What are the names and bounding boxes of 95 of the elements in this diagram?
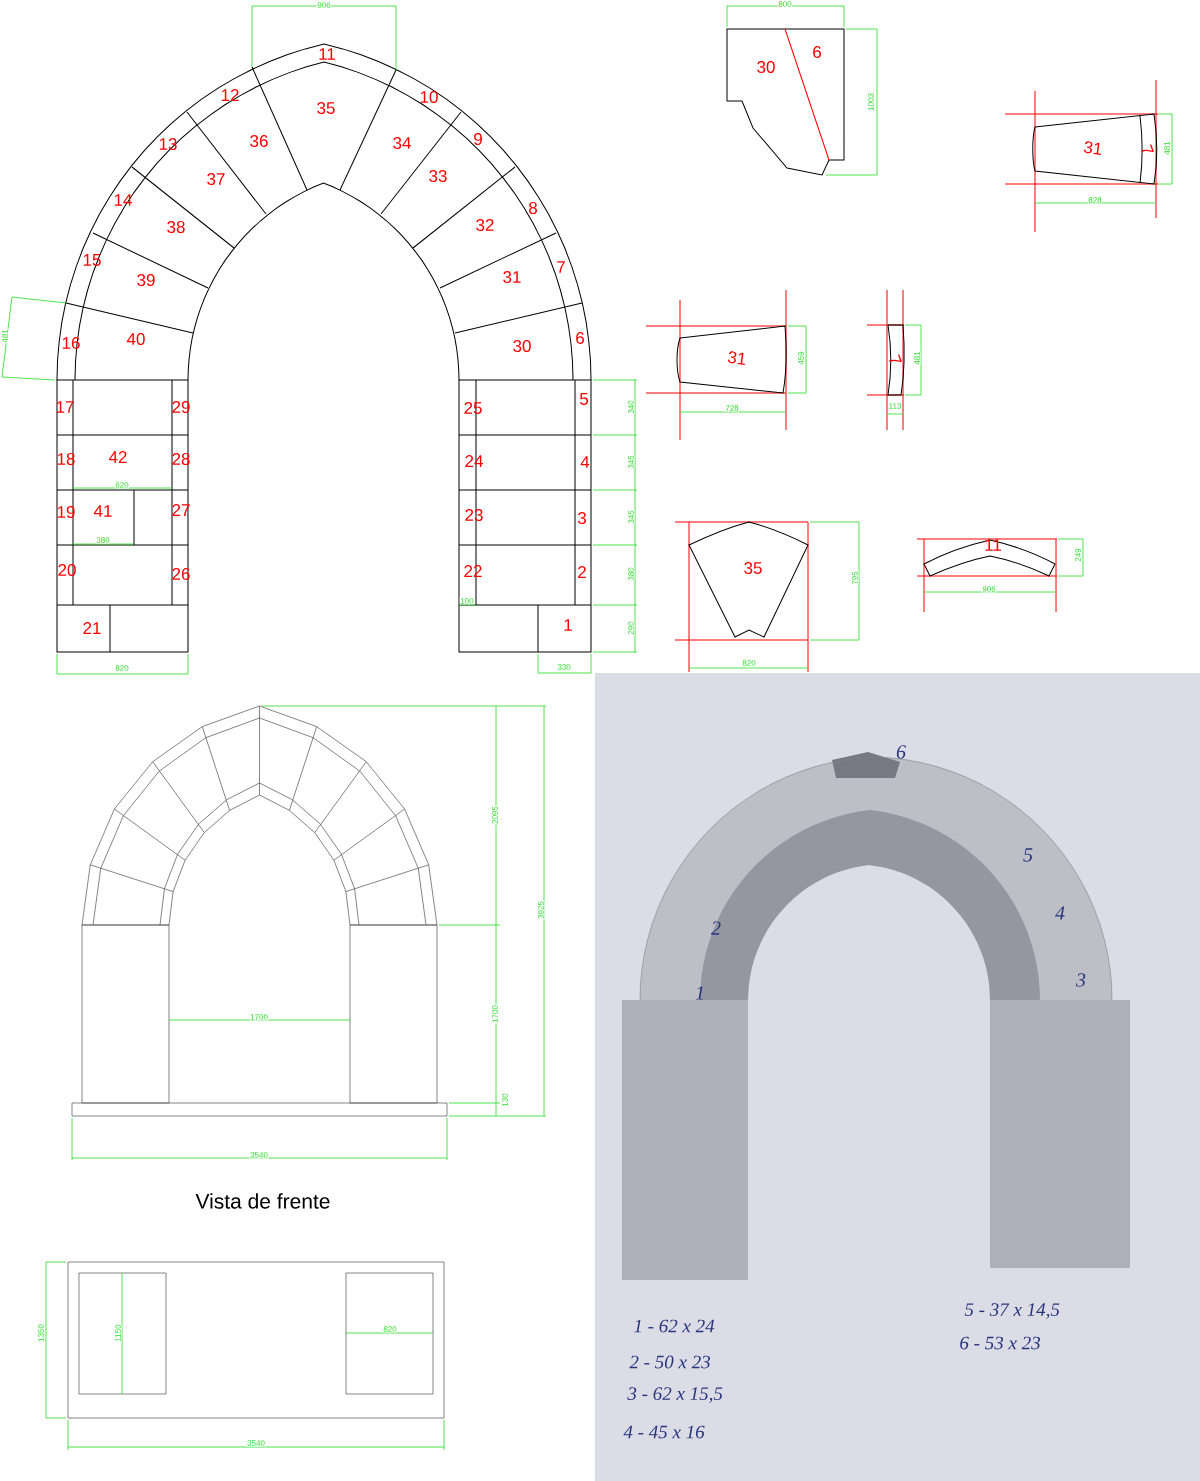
dimension-label: 481 [1163, 140, 1171, 156]
part-number: 35 [317, 102, 335, 114]
handwritten-number: 4 [1055, 906, 1065, 920]
part-number: 20 [58, 564, 76, 576]
dimension-label: 800 [777, 0, 793, 8]
part-number: 8 [529, 202, 537, 214]
part-number: 33 [429, 170, 447, 182]
part-number: 30 [513, 340, 531, 352]
part-number: 6 [576, 332, 584, 344]
part-number: 17 [56, 401, 74, 413]
part-number: 34 [393, 137, 411, 149]
part-number: 37 [207, 173, 225, 185]
dimension-label: 249 [1074, 547, 1082, 563]
dimension-label: 459 [797, 350, 805, 366]
dimension-label: 1150 [114, 1323, 122, 1343]
part-number: 41 [93, 505, 112, 517]
dimension-label: 1700 [491, 1004, 499, 1024]
part-number: 2 [578, 566, 586, 578]
part-number: 7 [1140, 144, 1154, 153]
part-number: 40 [126, 333, 145, 345]
dimension-label: 820 [114, 664, 130, 672]
dimension-label: 906 [316, 1, 332, 9]
dimension-label: 820 [382, 1325, 398, 1333]
part-number: 6 [813, 46, 821, 58]
handwritten-note: 4 - 45 x 16 [623, 1425, 705, 1439]
handwritten-note: 6 - 53 x 23 [960, 1336, 1040, 1350]
part-number: 30 [757, 61, 775, 73]
handwritten-number: 3 [1076, 973, 1086, 987]
part-number: 22 [464, 565, 482, 577]
part-number: 13 [159, 138, 177, 150]
dimension-label: 113 [888, 402, 902, 410]
dimension-label: 290 [627, 620, 635, 636]
dimension-label: 1350 [37, 1323, 45, 1343]
dimension-label: 481 [1, 328, 9, 344]
dimension-label: 1003 [867, 92, 875, 112]
part-number: 28 [172, 453, 190, 465]
dimension-label: 828 [1087, 196, 1103, 204]
part-number: 18 [57, 453, 75, 465]
handwritten-note: 3 - 62 x 15,5 [627, 1387, 723, 1403]
part-number: 42 [108, 451, 127, 463]
dimension-label: 345 [627, 509, 635, 525]
dimension-label: 481 [913, 350, 921, 366]
part-number: 25 [464, 402, 482, 414]
handwritten-number: 6 [896, 745, 906, 759]
part-number: 9 [474, 133, 482, 145]
part-number: 19 [57, 506, 75, 518]
dimension-label: 3540 [249, 1151, 269, 1159]
part-number: 26 [172, 568, 190, 580]
dimension-label: 3540 [246, 1439, 266, 1447]
view-caption: Vista de frente [195, 1193, 330, 1209]
handwritten-note: 5 - 37 x 14,5 [964, 1303, 1060, 1319]
dimension-label: 620 [114, 481, 130, 489]
part-number: 11 [985, 539, 1001, 551]
part-number: 39 [137, 274, 155, 286]
part-number: 31 [1083, 141, 1101, 155]
dimension-label: 3925 [537, 900, 545, 920]
handwritten-number: 1 [695, 986, 703, 1000]
part-number: 24 [465, 455, 483, 467]
dimension-label: 380 [627, 566, 635, 582]
dimension-label: 330 [556, 663, 572, 671]
dimension-label: 380 [95, 536, 111, 544]
part-number: 31 [727, 351, 745, 365]
part-number: 5 [579, 393, 589, 405]
dimension-label: 906 [981, 585, 997, 593]
part-number: 16 [62, 337, 80, 349]
part-number: 23 [465, 509, 483, 521]
dimension-label: 340 [627, 399, 635, 415]
part-number: 21 [83, 622, 101, 634]
dimension-label: 100 [459, 597, 475, 605]
dimension-label: 820 [741, 659, 757, 667]
part-number: 35 [744, 562, 762, 574]
part-number: 36 [250, 135, 268, 147]
part-number: 10 [420, 91, 438, 103]
dimension-label: 1700 [249, 1013, 269, 1021]
dimension-label: 795 [851, 570, 859, 586]
handwritten-note: 1 - 62 x 24 [634, 1319, 715, 1333]
part-number: 12 [221, 89, 239, 101]
part-number: 38 [167, 221, 185, 233]
part-number: 31 [503, 271, 521, 283]
dimension-label: 728 [724, 404, 740, 412]
dimension-label: 345 [627, 454, 635, 470]
part-number: 32 [476, 219, 494, 231]
part-number: 7 [888, 354, 902, 363]
dimension-label: 130 [501, 1092, 509, 1108]
dimension-label: 2095 [491, 805, 499, 825]
handwritten-note: 2 - 50 x 23 [629, 1355, 710, 1369]
part-number: 7 [557, 261, 565, 273]
handwritten-number: 2 [711, 921, 721, 935]
part-number: 27 [172, 504, 190, 516]
part-number: 4 [580, 456, 590, 468]
part-number: 11 [319, 48, 335, 60]
part-number: 1 [564, 619, 572, 631]
part-number: 29 [172, 401, 190, 413]
handwritten-number: 5 [1023, 848, 1033, 862]
part-number: 3 [577, 512, 586, 524]
